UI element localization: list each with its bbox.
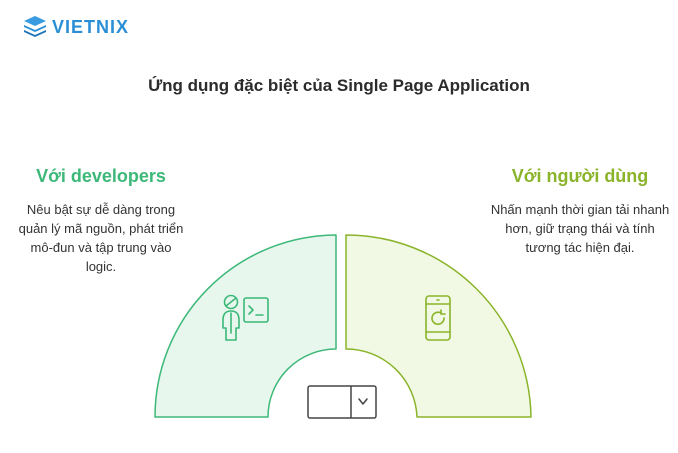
users-description: Nhấn mạnh thời gian tải nhanh hơn, giữ t… (490, 202, 670, 255)
smartphone-refresh-icon (425, 295, 451, 341)
brand-logo: VIETNIX (22, 14, 129, 40)
users-heading: Với người dùng (511, 166, 649, 186)
page-title: Ứng dụng đặc biệt của Single Page Applic… (148, 76, 530, 95)
developers-arc-segment (154, 234, 337, 418)
brand-name: VIETNIX (52, 16, 130, 37)
dropdown-box[interactable] (307, 385, 377, 419)
vietnix-logo-icon (24, 16, 46, 37)
developer-terminal-icon (222, 294, 269, 341)
developers-section: Với developers Nêu bật sự dễ dàng trong … (16, 166, 186, 276)
users-arc-segment (345, 234, 532, 418)
developers-heading: Với developers (36, 166, 166, 186)
users-section: Với người dùng Nhấn mạnh thời gian tải n… (490, 166, 670, 257)
dropdown-chevron-icon[interactable] (358, 398, 368, 405)
dropdown-control[interactable] (307, 385, 377, 419)
developers-description: Nêu bật sự dễ dàng trong quản lý mã nguồ… (18, 202, 184, 274)
